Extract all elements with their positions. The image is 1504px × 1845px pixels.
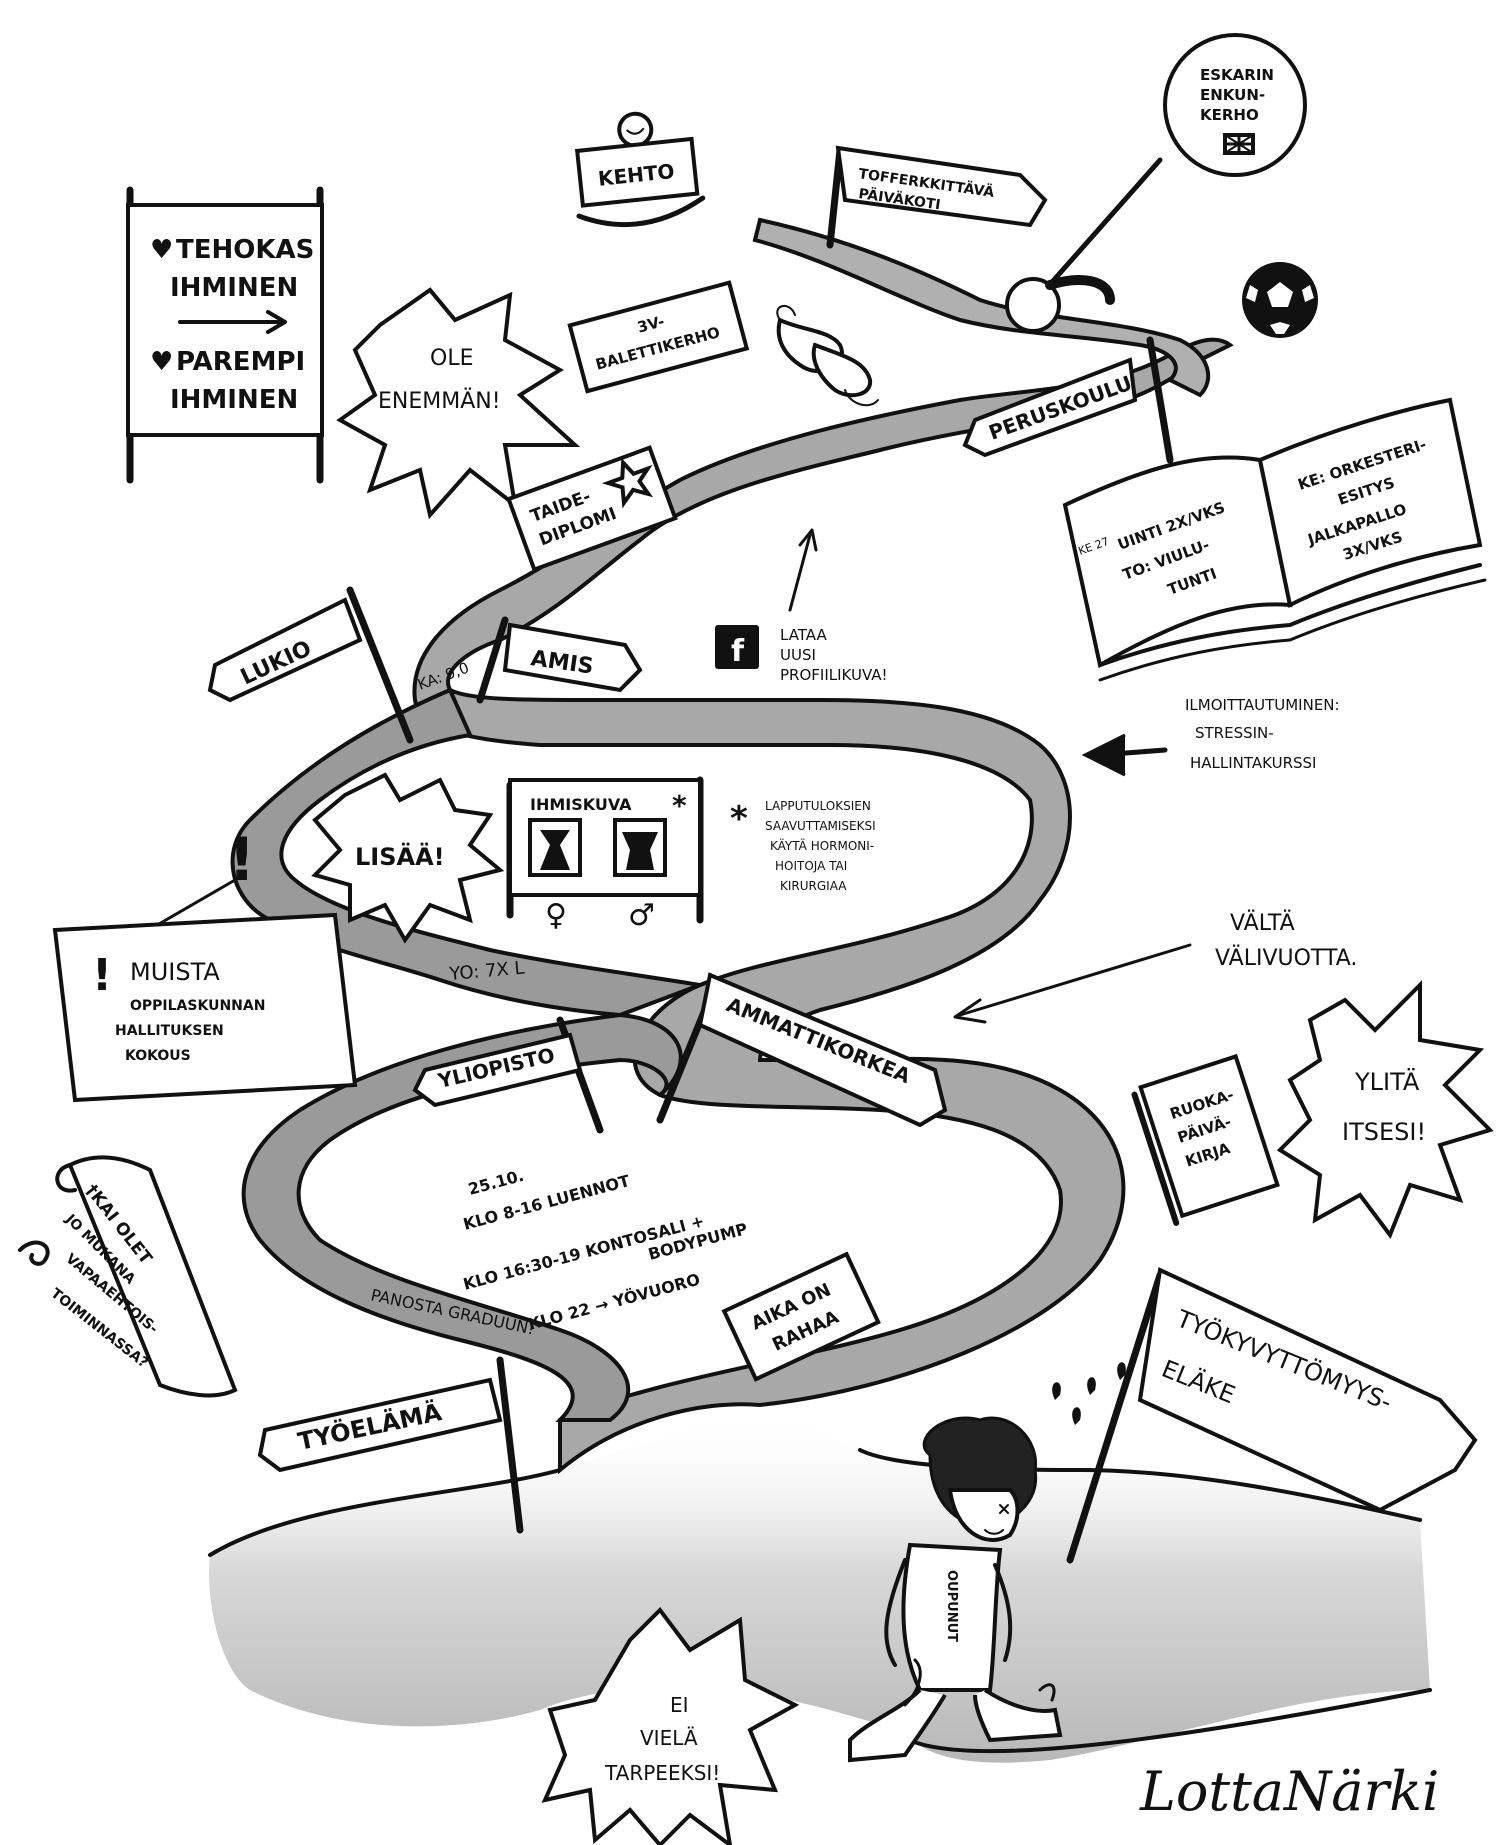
road-ground bbox=[209, 1410, 1430, 1763]
hormone-note: * LAPPUTULOKSIEN SAAVUTTAMISEKSI KÄYTÄ H… bbox=[730, 799, 876, 893]
daily-schedule: 25.10. KLO 8-16 LUENNOT KLO 16:30-19 KON… bbox=[461, 1166, 750, 1334]
tehokas-ihminen-signpost: ♥ TEHOKAS IHMINEN ♥ PAREMPI IHMINEN bbox=[126, 186, 324, 484]
muista-exclamation: ! bbox=[228, 825, 255, 895]
female-figure-icon bbox=[528, 818, 582, 877]
hormone-line-2: SAAVUTTAMISEKSI bbox=[765, 819, 876, 833]
burst-lisaa: LISÄÄ! bbox=[355, 842, 445, 871]
schedule-line-5: KLO 22 → YÖVUORO bbox=[526, 1270, 702, 1334]
facebook-icon-letter: f bbox=[731, 634, 745, 669]
amis-signpost: AMIS bbox=[476, 616, 643, 704]
sign-parempi: PAREMPI bbox=[176, 347, 305, 377]
stress-course-note: ILMOITTAUTUMINEN: STRESSIN- HALLINTAKURS… bbox=[1081, 696, 1340, 777]
sign-ihminen-2: IHMINEN bbox=[170, 385, 298, 415]
burst-viela: VIELÄ bbox=[640, 1726, 698, 1750]
schedule-date: 25.10. bbox=[466, 1166, 526, 1199]
female-symbol: ♀ bbox=[545, 898, 567, 933]
muista-note: ! ! MUISTA OPPILASKUNNAN HALLITUKSEN KOK… bbox=[52, 825, 358, 1103]
profile-photo-reminder: f LATAA UUSI PROFIILIKUVA! bbox=[715, 528, 888, 684]
star-icon bbox=[601, 457, 654, 509]
eskarin-enkunkerho-magnifier: ESKARIN ENKUN- KERHO bbox=[1005, 33, 1307, 333]
burst-enemman: ENEMMÄN! bbox=[378, 388, 501, 414]
muista-line-3: HALLITUKSEN bbox=[115, 1023, 224, 1039]
lisaa-burst: LISÄÄ! bbox=[311, 772, 505, 944]
muista-mark: ! bbox=[92, 950, 112, 1001]
ole-enemman-burst: OLE ENEMMÄN! bbox=[336, 287, 581, 520]
ihmiskuva-board: IHMISKUVA * ♀ ♂ bbox=[506, 776, 704, 933]
uk-flag-icon bbox=[1223, 133, 1255, 155]
artist-signature: LottaNärki bbox=[1139, 1760, 1439, 1823]
ei-viela-tarpeeksi-burst: EI VIELÄ TARPEEKSI! bbox=[541, 1606, 800, 1845]
facebook-icon bbox=[715, 625, 759, 669]
valta-line-1: VÄLTÄ bbox=[1230, 910, 1295, 936]
hormone-line-4: HOITOJA TAI bbox=[775, 859, 847, 873]
burst-ylita: YLITÄ bbox=[1354, 1067, 1420, 1096]
male-symbol: ♂ bbox=[628, 898, 655, 933]
eskarin-line-2: ENKUN- bbox=[1200, 86, 1265, 104]
sign-ihminen-1: IHMINEN bbox=[170, 273, 298, 303]
ilmoittautuminen-line-1: ILMOITTAUTUMINEN: bbox=[1185, 696, 1340, 714]
burst-tarpeeksi: TARPEEKSI! bbox=[604, 1761, 720, 1785]
balettikerho-tag: 3V- BALETTIKERHO bbox=[567, 280, 750, 394]
road-lower-loop bbox=[241, 1012, 683, 1422]
burst-ole: OLE bbox=[430, 346, 473, 371]
hormone-line-5: KIRURGIAA bbox=[780, 879, 847, 893]
lataa-line-1: LATAA bbox=[780, 626, 827, 644]
shirt-text: OUPUNUT bbox=[944, 1570, 959, 1642]
muista-line-1: MUISTA bbox=[130, 958, 220, 986]
lukio-signpost: LUKIO bbox=[207, 586, 414, 744]
hormone-line-1: LAPPUTULOKSIEN bbox=[765, 799, 871, 813]
valta-line-2: VÄLIVUOTTA. bbox=[1215, 945, 1357, 971]
kehto-cradle: KEHTO bbox=[574, 111, 706, 228]
volunteer-scroll: †KAI OLET JO MUKANA VAPAAEHTOIS- TOIMINN… bbox=[18, 1155, 238, 1398]
ihmiskuva-asterisk: * bbox=[672, 789, 687, 822]
aika-on-rahaa-tag: AIKA ON RAHAA bbox=[721, 1251, 881, 1382]
lataa-line-3: PROFIILIKUVA! bbox=[780, 666, 888, 684]
male-figure-icon bbox=[613, 818, 667, 877]
eskarin-line-1: ESKARIN bbox=[1200, 66, 1274, 84]
burst-itsesi: ITSESI! bbox=[1342, 1118, 1426, 1146]
food-diary-book: RUOKA- PÄIVÄ- KIRJA bbox=[1131, 1053, 1280, 1226]
taidediplomi-card: TAIDE- DIPLOMI bbox=[506, 445, 678, 573]
ilmoittautuminen-line-2: STRESSIN- bbox=[1195, 724, 1274, 742]
svg-text:♥: ♥ bbox=[150, 235, 173, 265]
sweat-drops-icon bbox=[1052, 1362, 1126, 1425]
hormone-asterisk: * bbox=[730, 799, 748, 839]
soccer-ball-icon bbox=[1242, 262, 1318, 338]
ylita-itsesi-burst: YLITÄ ITSESI! bbox=[1276, 980, 1494, 1240]
svg-text:♥: ♥ bbox=[150, 347, 173, 377]
ballet-shoes-icon bbox=[776, 305, 879, 407]
ilmoittautuminen-line-3: HALLINTAKURSSI bbox=[1190, 754, 1316, 772]
valta-valivuotta-note: VÄLTÄ VÄLIVUOTTA. bbox=[953, 910, 1357, 1024]
muista-line-2: OPPILASKUNNAN bbox=[130, 998, 265, 1014]
lataa-line-2: UUSI bbox=[780, 646, 816, 664]
burst-ei: EI bbox=[670, 1693, 689, 1717]
eskarin-line-3: KERHO bbox=[1200, 106, 1259, 124]
hobby-calendar-book: KE 27 UINTI 2X/VKS TO: VIULU- TUNTI KE: … bbox=[1062, 397, 1487, 682]
ihmiskuva-title: IHMISKUVA bbox=[530, 795, 632, 814]
muista-line-4: KOKOUS bbox=[125, 1048, 191, 1064]
road-top-path bbox=[752, 217, 1211, 398]
hormone-line-3: KÄYTÄ HORMONI- bbox=[770, 838, 874, 853]
paivakoti-signpost: TOFFERKKITTÄVÄ PÄIVÄKOTI bbox=[826, 145, 1048, 249]
sign-tehokas: TEHOKAS bbox=[176, 235, 314, 265]
exhausted-person-figure: OUPUNUT bbox=[848, 1416, 1063, 1763]
